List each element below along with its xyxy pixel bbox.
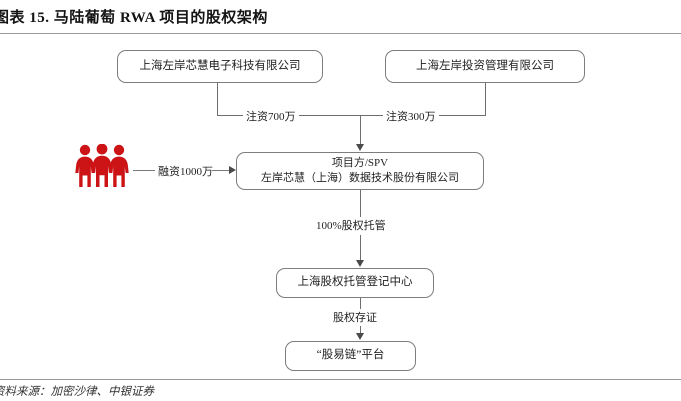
node-left-bank-electronics-label: 上海左岸芯慧电子科技有限公司 bbox=[139, 59, 301, 72]
connector-capital-to-spv bbox=[360, 115, 361, 145]
connector-spv-to-custody-lower bbox=[360, 235, 361, 261]
edge-label-capital-300: 注资300万 bbox=[383, 108, 439, 124]
connector-registry-to-platform-upper bbox=[360, 298, 361, 310]
connector-registry-to-platform-lower bbox=[360, 326, 361, 335]
node-project-spv-line2: 左岸芯慧（上海）数据技术股份有限公司 bbox=[261, 172, 459, 184]
title-divider bbox=[0, 33, 681, 34]
connector-spv-to-custody-upper bbox=[360, 190, 361, 218]
arrow-financing-to-spv bbox=[229, 166, 236, 174]
figure-source: 资料来源：加密沙律、中银证券 bbox=[0, 386, 154, 398]
connector-investment-drop bbox=[485, 83, 486, 115]
edge-label-capital-700: 注资700万 bbox=[243, 108, 299, 124]
arrow-registry-to-platform bbox=[356, 333, 364, 340]
figure-title: 图表 15. 马陆葡萄 RWA 项目的股权架构 bbox=[0, 10, 268, 26]
node-project-spv-line1: 项目方/SPV bbox=[331, 157, 389, 170]
investors-people-icon bbox=[75, 144, 129, 187]
node-equity-chain-platform[interactable]: “股易链”平台 bbox=[285, 341, 416, 371]
edge-label-equity-custody: 100%股权托管 bbox=[313, 217, 389, 233]
node-shanghai-equity-registry-label: 上海股权托管登记中心 bbox=[297, 276, 413, 289]
node-left-bank-investment-label: 上海左岸投资管理有限公司 bbox=[416, 59, 554, 72]
arrow-capital-to-spv bbox=[356, 144, 364, 151]
arrow-spv-to-registry bbox=[356, 260, 364, 267]
node-left-bank-investment[interactable]: 上海左岸投资管理有限公司 bbox=[385, 50, 585, 83]
node-equity-chain-platform-label: “股易链”平台 bbox=[316, 349, 385, 362]
footer-divider bbox=[0, 379, 681, 380]
connector-electronics-drop bbox=[217, 83, 218, 115]
edge-label-equity-record: 股权存证 bbox=[330, 309, 380, 325]
node-left-bank-electronics[interactable]: 上海左岸芯慧电子科技有限公司 bbox=[117, 50, 323, 83]
edge-label-financing-1000: 融资1000万 bbox=[155, 163, 216, 179]
connector-financing-right bbox=[212, 170, 230, 171]
connector-financing-left bbox=[133, 170, 155, 171]
node-shanghai-equity-registry[interactable]: 上海股权托管登记中心 bbox=[276, 268, 434, 298]
node-project-spv[interactable]: 项目方/SPV 左岸芯慧（上海）数据技术股份有限公司 bbox=[236, 152, 484, 190]
